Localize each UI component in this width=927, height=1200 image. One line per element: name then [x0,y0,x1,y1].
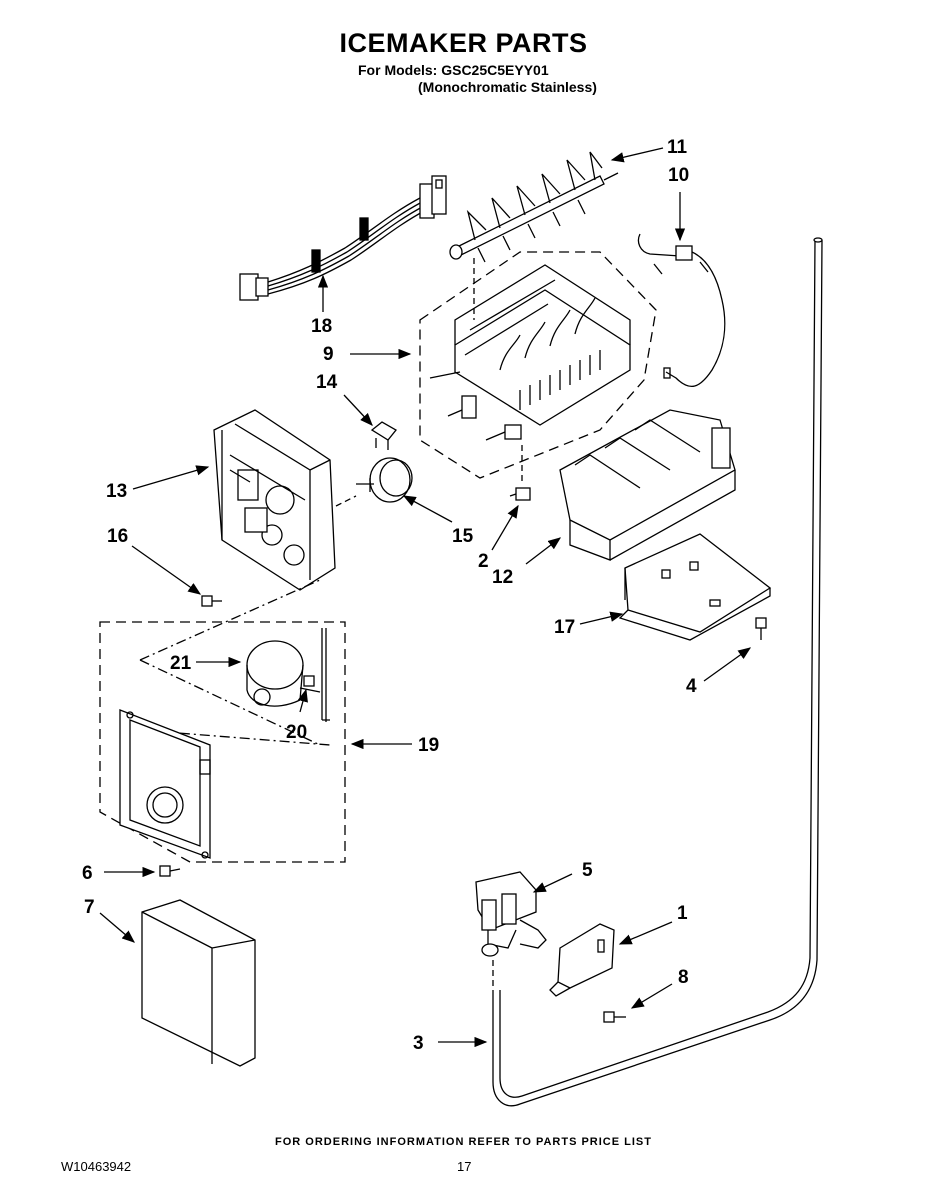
callout-10: 10 [668,165,689,186]
callout-6: 6 [82,863,93,884]
callout-9: 9 [323,344,334,365]
leader-17 [579,611,624,625]
finish-line: (Monochromatic Stainless) [418,79,597,95]
callout-19: 19 [418,735,439,756]
callout-3: 3 [413,1033,424,1054]
leader-14 [343,394,373,426]
screw [303,675,315,687]
document-number: W10463942 [61,1159,132,1174]
motor [356,457,413,503]
callout-17: 17 [554,617,575,638]
wire-harness [239,175,447,301]
leader-13 [132,465,210,490]
callout-5: 5 [582,860,593,881]
leader-8 [630,983,673,1009]
leader-1 [618,921,673,945]
mold-dashed-boundary [419,251,657,479]
guide-15 [335,495,357,507]
callout-1: 1 [677,903,688,924]
thermostat [637,233,726,388]
callout-21: 21 [170,653,192,674]
ice-stripper [559,409,736,561]
callout-2: 2 [478,551,489,572]
ice-mold [429,264,631,441]
control-plate [119,709,211,859]
callout-8: 8 [678,967,689,988]
leader-15 [402,495,453,523]
callout-11: 11 [667,137,688,158]
leader-11 [610,147,664,163]
leader-5 [532,873,573,893]
ordering-note: FOR ORDERING INFORMATION REFER TO PARTS … [275,1136,652,1148]
callout-15: 15 [452,526,474,547]
screw [603,1011,626,1023]
screw [159,865,181,877]
control-housing [213,409,336,591]
water-valve [475,871,547,957]
page-number: 17 [457,1159,472,1174]
callout-14: 14 [316,372,338,393]
leader-16 [131,545,202,595]
callout-20: 20 [286,722,307,743]
callout-16: 16 [107,526,128,547]
leader-7 [99,912,135,943]
screw [201,595,222,607]
callout-18: 18 [311,316,332,337]
leader-4 [703,647,752,682]
clip [370,421,397,450]
valve-bracket [549,923,615,997]
leader-12 [525,537,562,565]
control-module [246,628,330,722]
mounting-bracket [618,533,772,641]
bearing [509,487,531,501]
control-dashed-boundary [99,621,346,863]
icemaker-cover [141,899,256,1067]
callout-4: 4 [686,676,697,697]
page-title: ICEMAKER PARTS [339,28,588,58]
callout-12: 12 [492,567,513,588]
ejector [449,151,619,263]
screw [755,617,767,640]
callout-7: 7 [84,897,95,918]
leader-20 [297,688,308,713]
leader-2 [491,504,519,551]
water-tube [492,237,823,1107]
model-line: For Models: GSC25C5EYY01 [358,62,549,78]
callout-13: 13 [106,481,127,502]
